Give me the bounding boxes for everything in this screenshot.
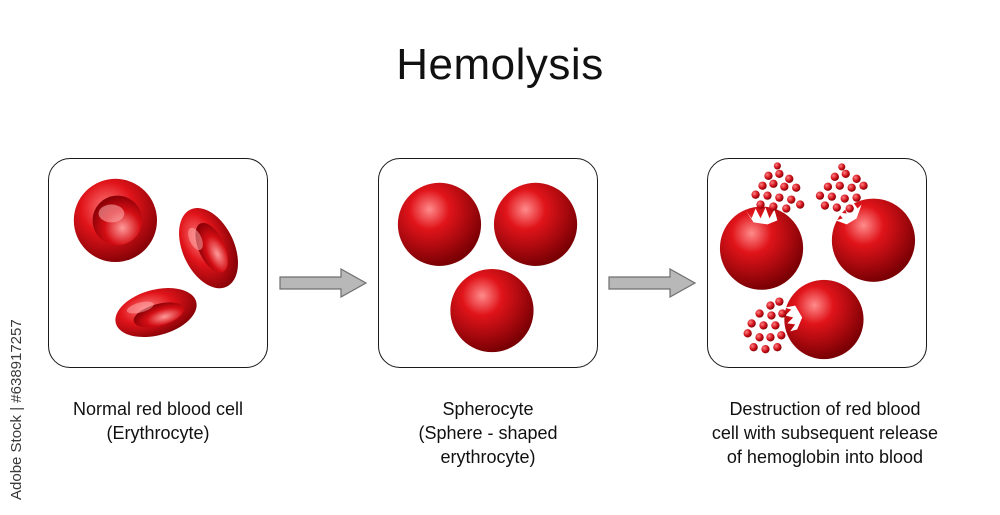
caption-line: Destruction of red blood [729,399,921,419]
caption-line: erythrocyte) [440,447,536,467]
erythrocyte-tilted [179,208,238,289]
caption-hemolysis: Destruction of red blood cell with subse… [680,397,970,469]
ruptured-cell [784,279,864,360]
hemoglobin-particles [743,297,787,354]
caption-line: Normal red blood cell [72,399,244,419]
ruptured-cell [831,198,916,282]
normal-rbc-illustration [73,178,238,338]
caption-line: Spherocyte [442,399,534,419]
spherocyte-illustration [397,182,578,353]
erythrocyte-side-view [115,288,197,338]
caption-normal-rbc: Normal red blood cell (Erythrocyte) [28,397,288,445]
erythrocyte-face-on [73,178,158,263]
hemoglobin-particles [751,162,805,213]
panel-hemolysis [707,158,927,368]
panel-spherocyte [378,158,598,368]
caption-line: of hemoglobin into blood [726,447,924,467]
hemoglobin-particles [815,163,868,213]
arrow-right-icon [279,268,367,298]
spherocyte-cell [397,182,482,266]
arrow-right-icon [608,268,696,298]
spherocyte-cell [493,182,578,266]
caption-line: (Sphere - shaped [418,423,558,443]
ruptured-cell [719,206,804,290]
hemolysis-illustration [719,162,916,360]
stock-watermark-text: Adobe Stock | #638917257 [8,319,25,500]
spherocyte-cell [450,268,534,353]
caption-line: (Erythrocyte) [106,423,210,443]
panel-normal-rbc [48,158,268,368]
diagram-title: Hemolysis [396,40,604,89]
caption-line: cell with subsequent release [711,423,939,443]
caption-spherocyte: Spherocyte (Sphere - shaped erythrocyte) [368,397,608,469]
